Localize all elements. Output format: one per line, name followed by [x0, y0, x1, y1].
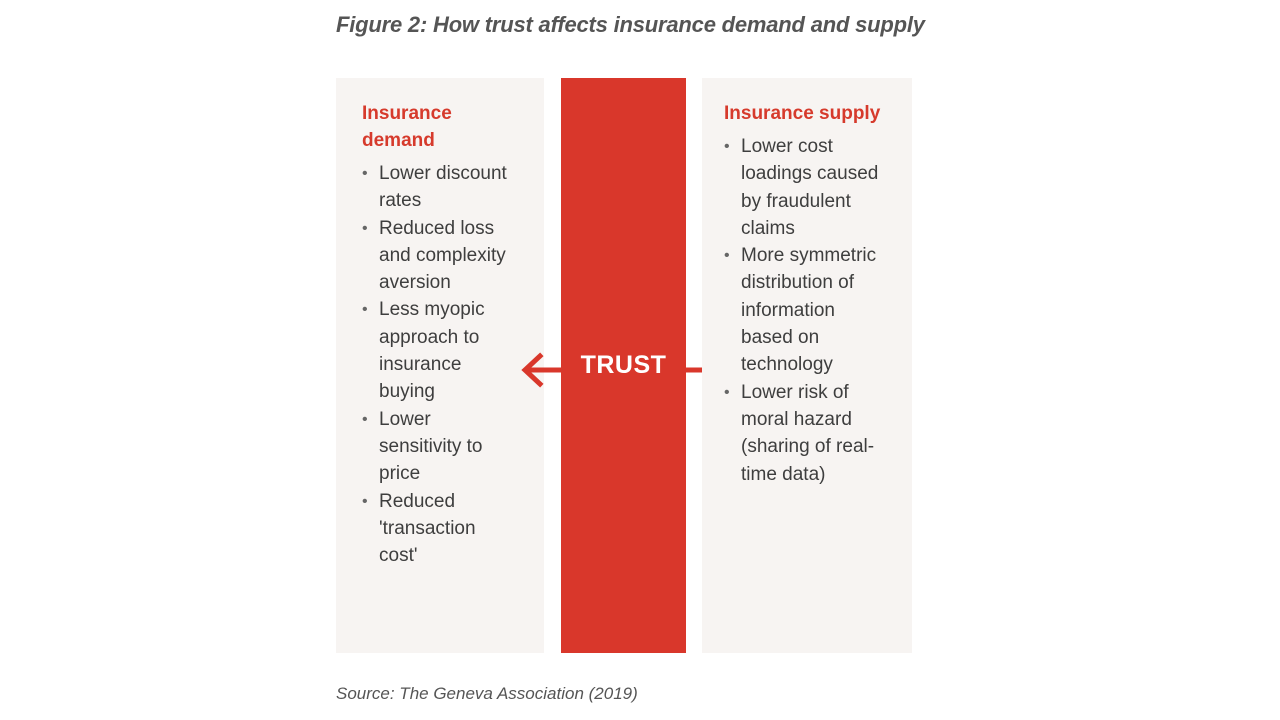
- supply-item-line: More symmetric: [741, 245, 877, 267]
- demand-item-line: rates: [379, 190, 422, 212]
- figure-source: Source: The Geneva Association (2019): [336, 684, 638, 703]
- trust-label: TRUST: [580, 351, 667, 379]
- supply-item-line: distribution of: [741, 272, 855, 294]
- supply-item-line: claims: [741, 217, 795, 239]
- bullet-icon: •: [362, 492, 368, 510]
- supply-item-line: technology: [741, 354, 833, 376]
- supply-item-line: by fraudulent: [741, 190, 851, 212]
- bullet-icon: •: [724, 383, 730, 401]
- demand-item-line: Reduced: [379, 490, 456, 512]
- demand-item-line: Less myopic: [379, 299, 485, 321]
- demand-item-line: Lower: [379, 408, 431, 430]
- demand-heading-line-2: demand: [362, 130, 435, 151]
- supply-item-line: Lower risk of: [741, 381, 849, 403]
- demand-panel: Insurance demand • Lower discount rates …: [336, 78, 544, 653]
- supply-item: • Lower risk of moral hazard (sharing of…: [724, 379, 906, 488]
- supply-item-line: (sharing of real-: [741, 436, 875, 458]
- demand-item: • Reduced 'transaction cost': [362, 488, 534, 570]
- demand-item-line: cost': [379, 545, 418, 567]
- demand-item-line: sensitivity to: [379, 435, 483, 457]
- demand-item-line: approach to: [379, 326, 480, 348]
- bullet-icon: •: [724, 138, 730, 155]
- demand-item-line: buying: [379, 381, 435, 403]
- demand-item-line: 'transaction: [379, 517, 476, 539]
- demand-heading: Insurance demand: [362, 100, 534, 154]
- supply-heading: Insurance supply: [724, 103, 881, 124]
- bullet-icon: •: [362, 165, 368, 182]
- demand-item: • Lower discount rates: [362, 160, 534, 215]
- supply-item-line: Lower cost: [741, 136, 833, 157]
- demand-item-line: and complexity: [379, 244, 506, 266]
- figure-title: Figure 2: How trust affects insurance de…: [336, 12, 925, 37]
- demand-item-line: insurance: [379, 354, 462, 376]
- demand-list: • Lower discount rates • Reduced loss an…: [362, 160, 534, 569]
- supply-item-line: loadings caused: [741, 163, 879, 185]
- bullet-icon: •: [724, 247, 730, 265]
- demand-item: • Reduced loss and complexity aversion: [362, 215, 534, 297]
- demand-item-line: aversion: [379, 272, 451, 294]
- bullet-icon: •: [362, 219, 368, 237]
- supply-item-line: moral hazard: [741, 408, 852, 430]
- demand-item: • Lower sensitivity to price: [362, 406, 534, 488]
- supply-item-line: based on: [741, 327, 820, 349]
- trust-bar: [561, 78, 686, 653]
- supply-item-line: time data): [741, 463, 826, 485]
- demand-item-line: Reduced loss: [379, 217, 495, 239]
- left-arrow-icon: [521, 352, 566, 388]
- supply-item: • Lower cost loadings caused by fraudule…: [724, 133, 906, 242]
- demand-heading-line-1: Insurance: [362, 103, 452, 124]
- demand-item: • Less myopic approach to insurance buyi…: [362, 296, 534, 405]
- supply-list: • Lower cost loadings caused by fraudule…: [724, 133, 906, 488]
- bullet-icon: •: [362, 301, 368, 319]
- demand-item-line: price: [379, 463, 421, 485]
- supply-item: • More symmetric distribution of informa…: [724, 242, 906, 378]
- bullet-icon: •: [362, 410, 368, 428]
- supply-item-line: information: [741, 299, 835, 321]
- supply-panel: Insurance supply • Lower cost loadings c…: [702, 78, 912, 653]
- demand-item-line: Lower discount: [379, 163, 507, 184]
